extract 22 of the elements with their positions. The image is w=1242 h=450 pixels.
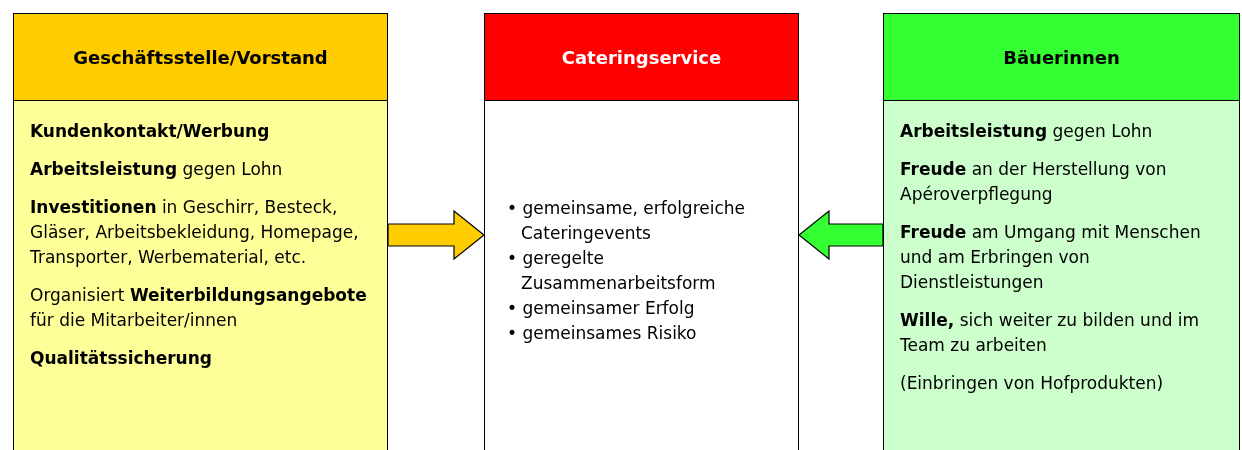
body-text: (Einbringen von Hofprodukten) xyxy=(900,372,1165,395)
body-text: Freude an der Herstellung von Apéroverpflegung xyxy=(900,158,1168,206)
block-arrow xyxy=(798,209,884,261)
body-text: Arbeitsleistung gegen Lohn xyxy=(900,120,1154,143)
column-box xyxy=(883,13,1240,450)
body-text: Kundenkontakt/Werbung xyxy=(30,120,271,143)
column-heading: Cateringservice xyxy=(561,46,722,68)
body-text: Organisiert Weiterbildungsangebote für die Mitarbeiter/innen xyxy=(30,284,368,332)
bullet-item: • geregelte Zusammenarbeitsform xyxy=(506,247,717,295)
body-text: Freude am Umgang mit Menschen und am Erbringen von Dienstleistungen xyxy=(900,221,1202,294)
bullet-item: • gemeinsames Risiko xyxy=(506,322,698,345)
bullet-item: • gemeinsamer Erfolg xyxy=(506,297,696,320)
body-text: Wille, sich weiter zu bilden und im Team zu arbeiten xyxy=(900,309,1201,357)
body-text: Investitionen in Geschirr, Besteck, Gläser, Arbeitsbekleidung, Homepage, Transporter, Werbematerial, etc. xyxy=(30,196,360,269)
block-arrow xyxy=(387,209,485,261)
body-text: Arbeitsleistung gegen Lohn xyxy=(30,158,284,181)
column-heading: Bäuerinnen xyxy=(1003,46,1120,68)
column-box xyxy=(13,13,388,450)
column-heading: Geschäftsstelle/Vorstand xyxy=(73,46,328,68)
body-text: Qualitätssicherung xyxy=(30,347,213,370)
column-box xyxy=(484,13,799,450)
bullet-item: • gemeinsame, erfolgreiche Cateringevents xyxy=(506,197,747,245)
